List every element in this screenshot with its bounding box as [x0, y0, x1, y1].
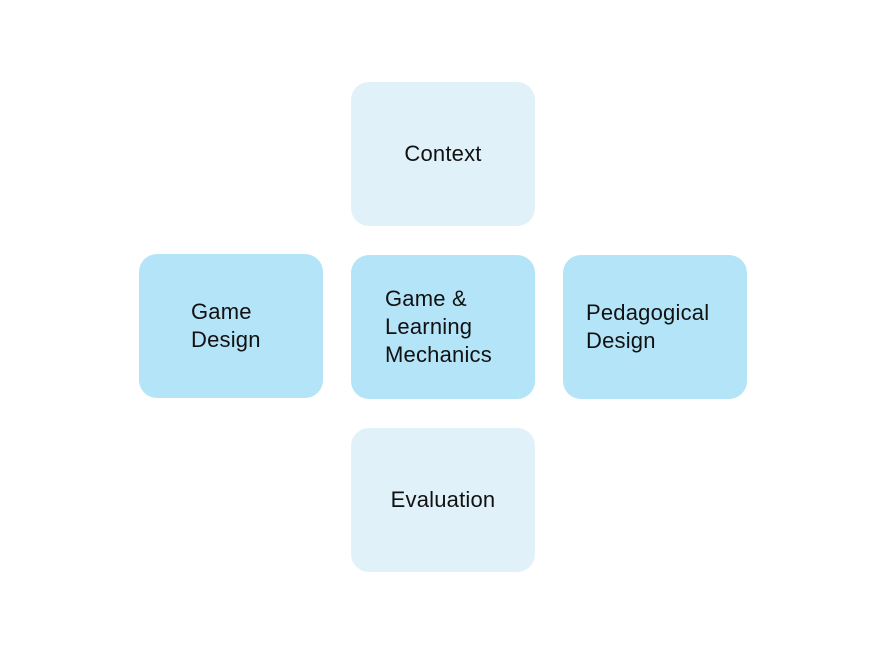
pedagogical-design-label: Pedagogical Design — [586, 300, 710, 353]
evaluation-node: Evaluation — [351, 428, 535, 572]
context-label: Context — [404, 141, 482, 166]
game-design-node: Game Design — [139, 254, 323, 398]
pedagogical-design-node: Pedagogical Design — [563, 255, 747, 399]
evaluation-label: Evaluation — [390, 487, 496, 512]
context-node: Context — [351, 82, 535, 226]
game-learning-mechanics-node: Game & Learning Mechanics — [351, 255, 535, 399]
game-design-label: Game Design — [191, 299, 261, 352]
game-learning-mechanics-label: Game & Learning Mechanics — [385, 286, 492, 367]
